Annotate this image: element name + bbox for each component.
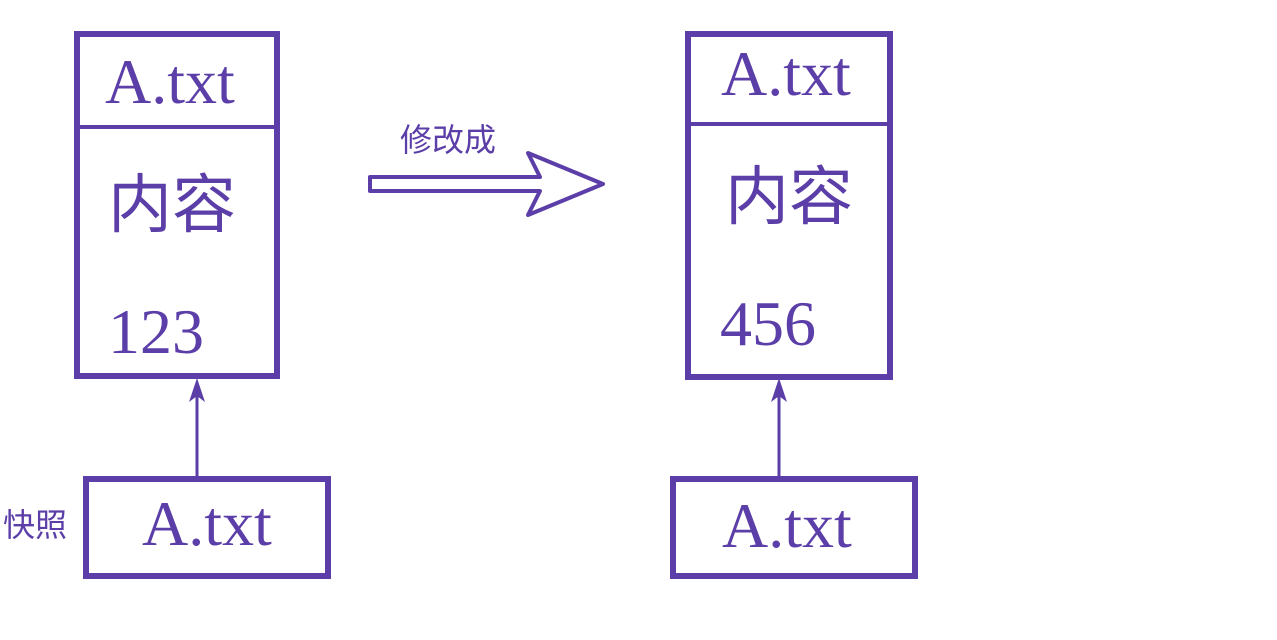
snapshot-box-before <box>83 476 331 579</box>
arrowhead-right <box>771 378 787 402</box>
snapshot-file-name-before: A.txt <box>142 488 272 559</box>
content-label-before: 内容 <box>108 169 236 243</box>
content-value-after: 456 <box>720 288 816 359</box>
content-label-after: 内容 <box>725 161 853 235</box>
file-name-before: A.txt <box>105 46 235 117</box>
content-value-before: 123 <box>108 296 204 367</box>
snapshot-file-name-after: A.txt <box>722 490 852 561</box>
snapshot-box-after <box>670 476 918 579</box>
snapshot-label: 快照 <box>3 506 68 544</box>
transition-label: 修改成 <box>400 121 497 159</box>
file-box-divider <box>80 125 274 129</box>
file-box-after <box>685 31 893 380</box>
arrowhead-left <box>189 378 205 402</box>
transition-arrow <box>368 151 605 217</box>
file-box-before <box>74 31 280 379</box>
file-box-divider <box>691 122 887 126</box>
file-name-after: A.txt <box>721 38 851 109</box>
